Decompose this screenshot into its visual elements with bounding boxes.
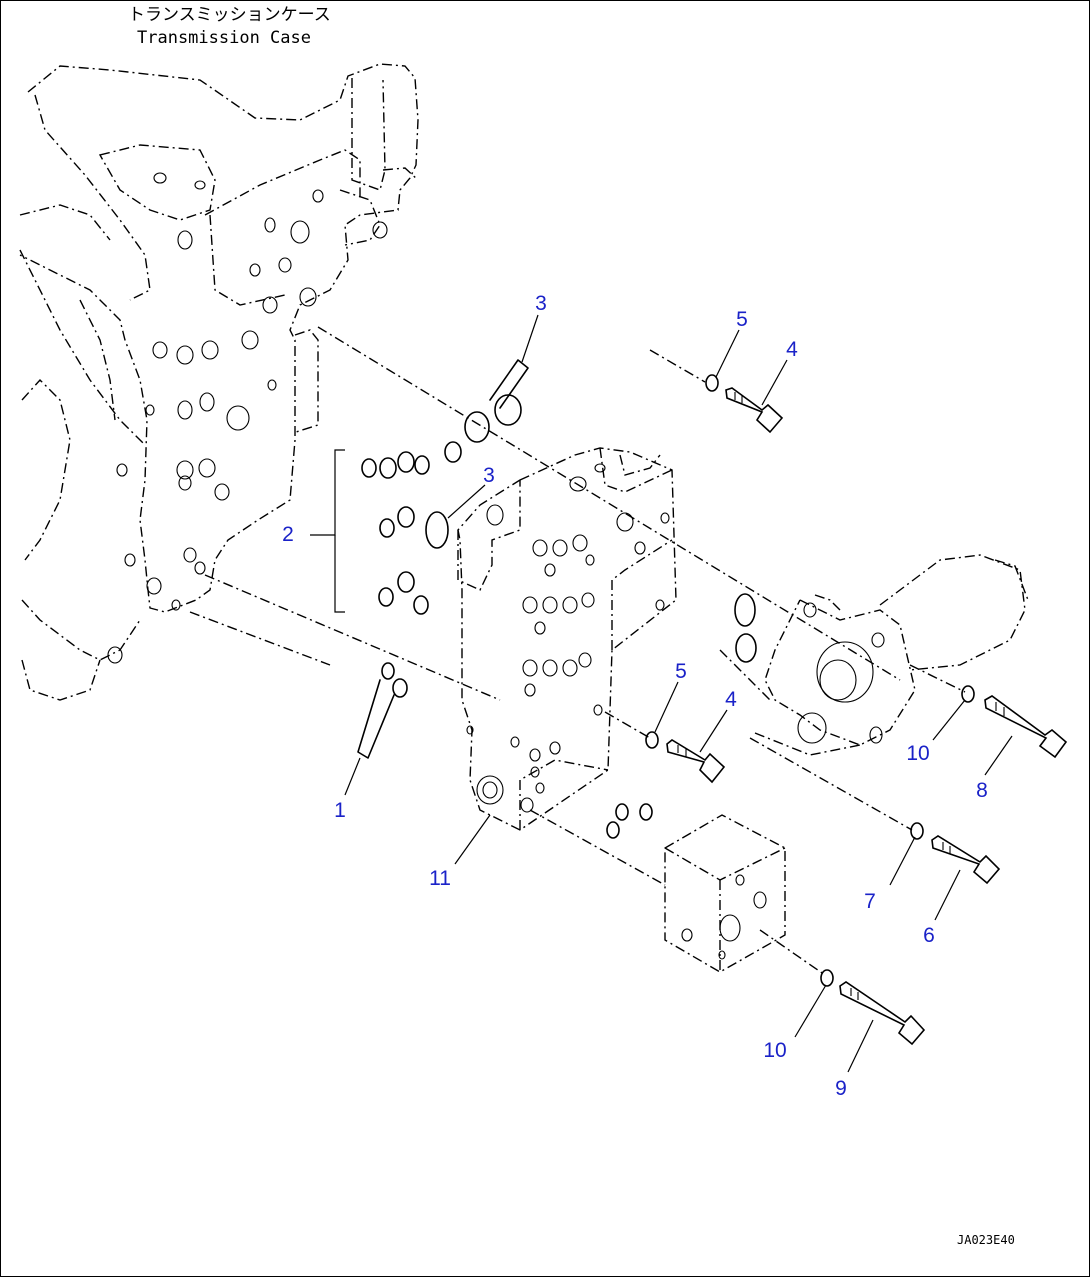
bolt-6 bbox=[931, 835, 1001, 885]
callout-9: 9 bbox=[835, 1077, 847, 1100]
dowel-pins bbox=[357, 662, 408, 759]
drawing-code: JA023E40 bbox=[957, 1233, 1015, 1247]
washer-5-top bbox=[705, 374, 719, 392]
alignment-lines bbox=[189, 326, 966, 976]
gasket-top bbox=[464, 359, 529, 443]
callout-labels: 1 2 3 3 4 4 5 5 6 7 8 9 10 10 11 bbox=[282, 292, 988, 1100]
solenoid-unit bbox=[734, 554, 1029, 756]
washers bbox=[645, 374, 975, 987]
callout-2: 2 bbox=[282, 523, 294, 546]
washer-10-lower bbox=[820, 969, 834, 987]
callout-4-mid: 4 bbox=[725, 688, 737, 711]
bolt-4-top bbox=[725, 387, 784, 434]
callout-3-top: 3 bbox=[535, 292, 547, 315]
bolt-4-mid bbox=[666, 739, 726, 784]
transmission-case bbox=[19, 63, 419, 701]
callout-8: 8 bbox=[976, 779, 988, 802]
bolt-8 bbox=[984, 695, 1068, 759]
callout-10-upper: 10 bbox=[906, 742, 929, 765]
callout-7: 7 bbox=[864, 890, 876, 913]
o-ring-set bbox=[361, 441, 462, 615]
callout-1: 1 bbox=[334, 799, 346, 822]
caption-japanese: トランスミッションケース bbox=[128, 5, 331, 25]
washer-10-upper bbox=[961, 685, 975, 703]
callout-5-top: 5 bbox=[736, 308, 748, 331]
callout-4-top: 4 bbox=[786, 338, 798, 361]
caption-english: Transmission Case bbox=[137, 28, 311, 48]
washer-5-mid bbox=[645, 731, 659, 749]
callout-6: 6 bbox=[923, 924, 935, 947]
callout-leaders bbox=[310, 314, 1013, 1073]
callout-11: 11 bbox=[429, 867, 451, 890]
bolt-9 bbox=[839, 981, 926, 1046]
callout-10-lower: 10 bbox=[763, 1039, 786, 1062]
washer-7 bbox=[910, 822, 924, 840]
callout-5-mid: 5 bbox=[675, 660, 687, 683]
control-valve-body bbox=[457, 447, 677, 831]
manifold-block bbox=[606, 803, 786, 973]
callout-3-mid: 3 bbox=[483, 464, 495, 487]
